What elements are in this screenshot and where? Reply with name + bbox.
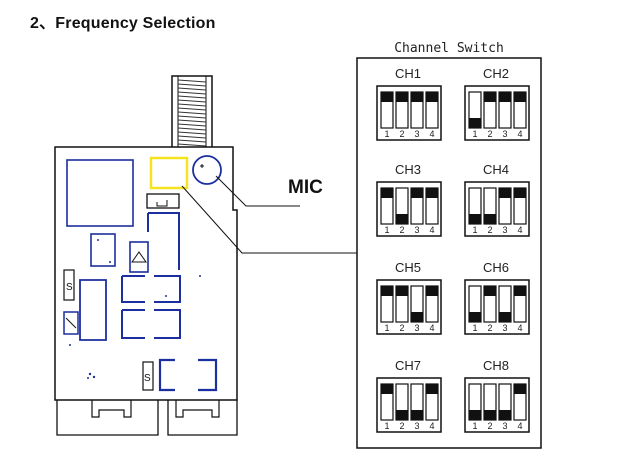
- switch-knob-down: [411, 312, 423, 322]
- switch-number: 2: [399, 225, 404, 235]
- switch-knob-up: [381, 188, 393, 198]
- switch-number: 4: [429, 129, 434, 139]
- channel-label: CH3: [395, 162, 421, 177]
- main-chip: [66, 159, 134, 227]
- switch-number: 1: [472, 421, 477, 431]
- switch-knob-up: [396, 286, 408, 296]
- mic-label: MIC: [288, 177, 323, 198]
- switch-number: 4: [517, 323, 522, 333]
- channel-label: CH2: [483, 66, 509, 81]
- switch-knob-down: [396, 214, 408, 224]
- switch-number: 3: [502, 129, 507, 139]
- switch-knob-down: [469, 118, 481, 128]
- switch-knob-up: [381, 384, 393, 394]
- svg-text:S: S: [144, 373, 151, 384]
- switch-knob-up: [411, 92, 423, 102]
- switch-knob-up: [381, 92, 393, 102]
- switch-number: 2: [399, 323, 404, 333]
- svg-text:S: S: [66, 282, 73, 293]
- channel-label: CH5: [395, 260, 421, 275]
- switch-knob-up: [426, 384, 438, 394]
- mic-component: [192, 155, 222, 185]
- channel-label: CH7: [395, 358, 421, 373]
- mic-highlight-box: [149, 156, 189, 190]
- switch-knob-down: [411, 410, 423, 420]
- switch-knob-up: [514, 92, 526, 102]
- switch-knob-down: [484, 410, 496, 420]
- switch-knob-up: [514, 188, 526, 198]
- switch-number: 2: [487, 323, 492, 333]
- antenna-connector: [171, 75, 213, 149]
- switch-knob-down: [469, 410, 481, 420]
- switch-knob-up: [499, 92, 511, 102]
- switch-number: 1: [384, 323, 389, 333]
- switch-knob-up: [426, 188, 438, 198]
- switch-number: 4: [429, 225, 434, 235]
- switch-number: 2: [399, 421, 404, 431]
- switch-knob-up: [381, 286, 393, 296]
- panel-title: Channel Switch: [394, 41, 504, 56]
- switch-number: 1: [384, 225, 389, 235]
- switch-knob-up: [484, 92, 496, 102]
- switch-number: 3: [414, 323, 419, 333]
- switch-number: 3: [414, 421, 419, 431]
- switch-number: 1: [472, 225, 477, 235]
- switch-number: 3: [414, 225, 419, 235]
- switch-number: 3: [502, 225, 507, 235]
- switch-number: 1: [384, 129, 389, 139]
- switch-knob-down: [469, 214, 481, 224]
- switch-number: 2: [399, 129, 404, 139]
- switch-number: 4: [517, 421, 522, 431]
- channel-label: CH1: [395, 66, 421, 81]
- switch-number: 4: [429, 323, 434, 333]
- switch-number: 3: [502, 323, 507, 333]
- channel-label: CH6: [483, 260, 509, 275]
- switch-knob-up: [411, 188, 423, 198]
- switch-number: 2: [487, 421, 492, 431]
- switch-knob-up: [484, 286, 496, 296]
- switch-knob-up: [426, 286, 438, 296]
- switch-number: 1: [472, 323, 477, 333]
- switch-knob-down: [396, 410, 408, 420]
- switch-knob-down: [499, 410, 511, 420]
- switch-knob-up: [499, 188, 511, 198]
- section-heading: 2、Frequency Selection: [30, 15, 216, 32]
- leader-lines: [181, 175, 357, 254]
- switch-knob-up: [396, 92, 408, 102]
- switch-number: 3: [502, 421, 507, 431]
- switch-knob-down: [484, 214, 496, 224]
- switch-number: 4: [517, 225, 522, 235]
- channel-label: CH8: [483, 358, 509, 373]
- channel-label: CH4: [483, 162, 509, 177]
- switch-knob-down: [469, 312, 481, 322]
- switch-knob-down: [499, 312, 511, 322]
- switch-knob-up: [426, 92, 438, 102]
- switch-knob-up: [514, 384, 526, 394]
- switch-number: 2: [487, 225, 492, 235]
- switch-knob-up: [514, 286, 526, 296]
- circuit-board: S S: [54, 146, 238, 436]
- switch-number: 1: [384, 421, 389, 431]
- switch-number: 4: [429, 421, 434, 431]
- switch-number: 1: [472, 129, 477, 139]
- switch-number: 4: [517, 129, 522, 139]
- switch-number: 3: [414, 129, 419, 139]
- switch-number: 2: [487, 129, 492, 139]
